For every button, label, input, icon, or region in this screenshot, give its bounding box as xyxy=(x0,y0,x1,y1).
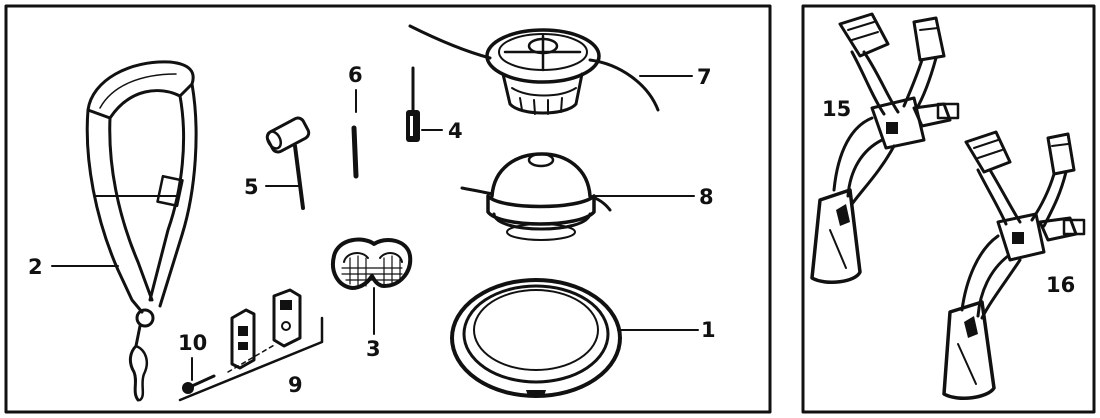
guard-ring-illustration xyxy=(450,278,622,398)
callout-label-7: 7 xyxy=(697,65,712,89)
right-panel-frame xyxy=(801,4,1096,414)
mounting-kit-illustration xyxy=(178,288,324,402)
callout-label-10: 10 xyxy=(178,331,207,355)
socket-wrench-illustration xyxy=(265,116,311,210)
safety-goggles-illustration xyxy=(331,237,413,290)
callout-label-1: 1 xyxy=(701,318,716,342)
callout-label-6: 6 xyxy=(348,63,363,87)
shoulder-strap-illustration xyxy=(85,60,198,402)
callout-label-2: 2 xyxy=(28,255,43,279)
callout-label-9: 9 xyxy=(288,373,303,397)
callout-label-8: 8 xyxy=(699,185,714,209)
screw-illustration xyxy=(182,374,216,394)
callout-label-16: 16 xyxy=(1046,273,1075,297)
callout-numbers: 1 2 3 4 5 6 7 8 9 10 15 16 xyxy=(28,63,1075,397)
screwdriver-illustration xyxy=(406,66,420,142)
harness-16-illustration xyxy=(942,130,1086,401)
trimmer-head-illustration xyxy=(460,152,612,241)
trimmer-head-with-line-illustration xyxy=(408,24,660,115)
callout-label-5: 5 xyxy=(244,175,259,199)
callout-label-3: 3 xyxy=(366,337,381,361)
left-panel-frame xyxy=(4,4,772,414)
harness-15-illustration xyxy=(810,12,960,285)
leader-lines xyxy=(51,75,699,381)
locking-pin-illustration xyxy=(351,125,359,179)
callout-label-4: 4 xyxy=(448,119,463,143)
callout-label-15: 15 xyxy=(822,97,851,121)
